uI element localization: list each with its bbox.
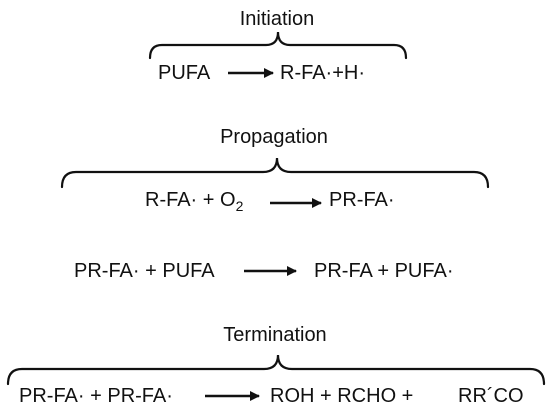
propagation-r1-product: PR-FA· bbox=[329, 189, 395, 211]
propagation-r1-reactant-text: R-FA· + O bbox=[145, 189, 236, 211]
termination-products-1: ROH + RCHO + bbox=[270, 385, 414, 407]
termination-reactants: PR-FA· + PR-FA· bbox=[19, 385, 173, 407]
propagation-r2-products: PR-FA + PUFA· bbox=[314, 260, 454, 282]
propagation-title: Propagation bbox=[220, 126, 328, 148]
propagation-brace bbox=[60, 157, 490, 189]
initiation-product: R-FA·+H· bbox=[280, 62, 365, 84]
oxygen-subscript: 2 bbox=[235, 198, 244, 214]
termination-brace bbox=[6, 354, 546, 386]
initiation-brace bbox=[148, 31, 408, 60]
propagation-r2-reactants: PR-FA· + PUFA bbox=[74, 260, 215, 282]
termination-title: Termination bbox=[223, 324, 327, 346]
propagation-r1-reactants: R-FA· + O2 bbox=[145, 188, 244, 214]
termination-products-2: RR´CO bbox=[458, 385, 524, 407]
initiation-reactant: PUFA bbox=[158, 62, 211, 84]
initiation-title: Initiation bbox=[239, 8, 315, 30]
